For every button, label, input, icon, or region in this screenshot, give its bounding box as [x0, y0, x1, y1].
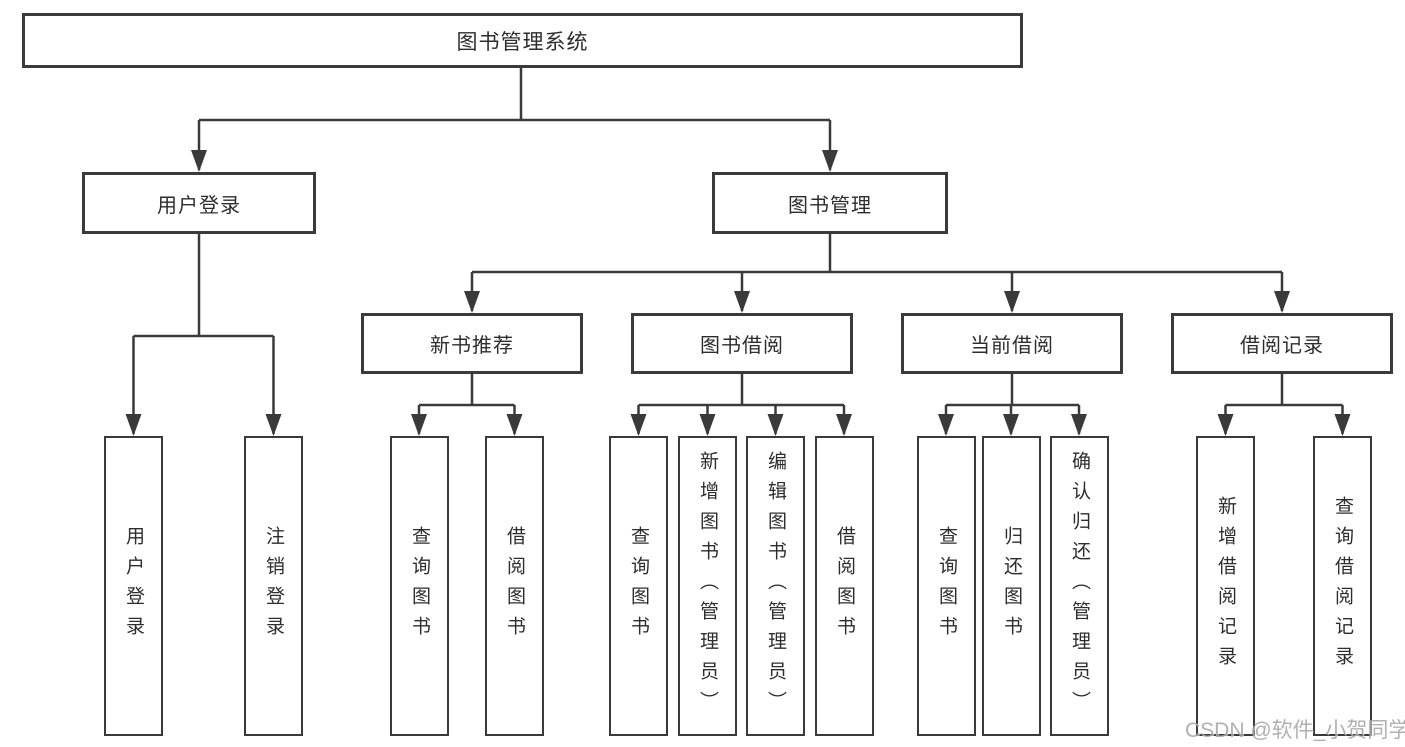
node-label: 确认归还（管理员） [1069, 451, 1090, 721]
node-borrow-books-recommend: 借阅图书 [485, 436, 544, 736]
node-label: 用户登录 [157, 194, 241, 217]
node-label: 编辑图书（管理员） [765, 451, 786, 721]
node-label: 借阅图书 [504, 526, 525, 646]
arrowhead-icons [125, 150, 1351, 436]
node-library-system: 图书管理系统 [22, 13, 1023, 68]
node-label: 查询借阅记录 [1332, 496, 1353, 676]
node-label: 图书借阅 [700, 335, 784, 357]
node-label: 归还图书 [1001, 526, 1022, 646]
csdn-watermark: CSDN @软件_小贺同学 [1185, 719, 1405, 742]
node-confirm-return-admin: 确认归还（管理员） [1050, 436, 1109, 736]
node-query-books-recommend: 查询图书 [390, 436, 449, 736]
node-label: 新书推荐 [430, 335, 514, 357]
node-label: 当前借阅 [970, 335, 1054, 357]
node-new-book-recommend: 新书推荐 [361, 313, 583, 374]
node-label: 图书管理 [788, 194, 872, 217]
node-book-borrowing: 图书借阅 [631, 313, 853, 374]
node-label: 新增借阅记录 [1215, 496, 1236, 676]
node-return-books: 归还图书 [982, 436, 1041, 736]
node-label: 图书管理系统 [456, 30, 589, 54]
node-borrow-books: 借阅图书 [815, 436, 874, 736]
node-label: 查询图书 [409, 526, 430, 646]
node-edit-books-admin: 编辑图书（管理员） [746, 436, 805, 736]
node-user-login-action: 用户登录 [104, 436, 163, 736]
node-label: 新增图书（管理员） [697, 451, 718, 721]
node-query-books-borrowing: 查询图书 [609, 436, 668, 736]
node-logout: 注销登录 [244, 436, 303, 736]
node-label: 用户登录 [123, 526, 144, 646]
node-user-login: 用户登录 [82, 172, 316, 234]
node-add-books-admin: 新增图书（管理员） [678, 436, 737, 736]
node-query-borrow-record: 查询借阅记录 [1313, 436, 1372, 736]
node-borrowing-records: 借阅记录 [1171, 313, 1393, 374]
node-label: 借阅图书 [834, 526, 855, 646]
node-current-borrowing: 当前借阅 [901, 313, 1123, 374]
node-label: 查询图书 [936, 526, 957, 646]
node-label: 注销登录 [263, 526, 284, 646]
node-add-borrow-record: 新增借阅记录 [1196, 436, 1255, 736]
node-query-books-current: 查询图书 [917, 436, 976, 736]
node-label: 查询图书 [628, 526, 649, 646]
node-label: 借阅记录 [1240, 335, 1324, 357]
node-book-management: 图书管理 [712, 172, 948, 234]
